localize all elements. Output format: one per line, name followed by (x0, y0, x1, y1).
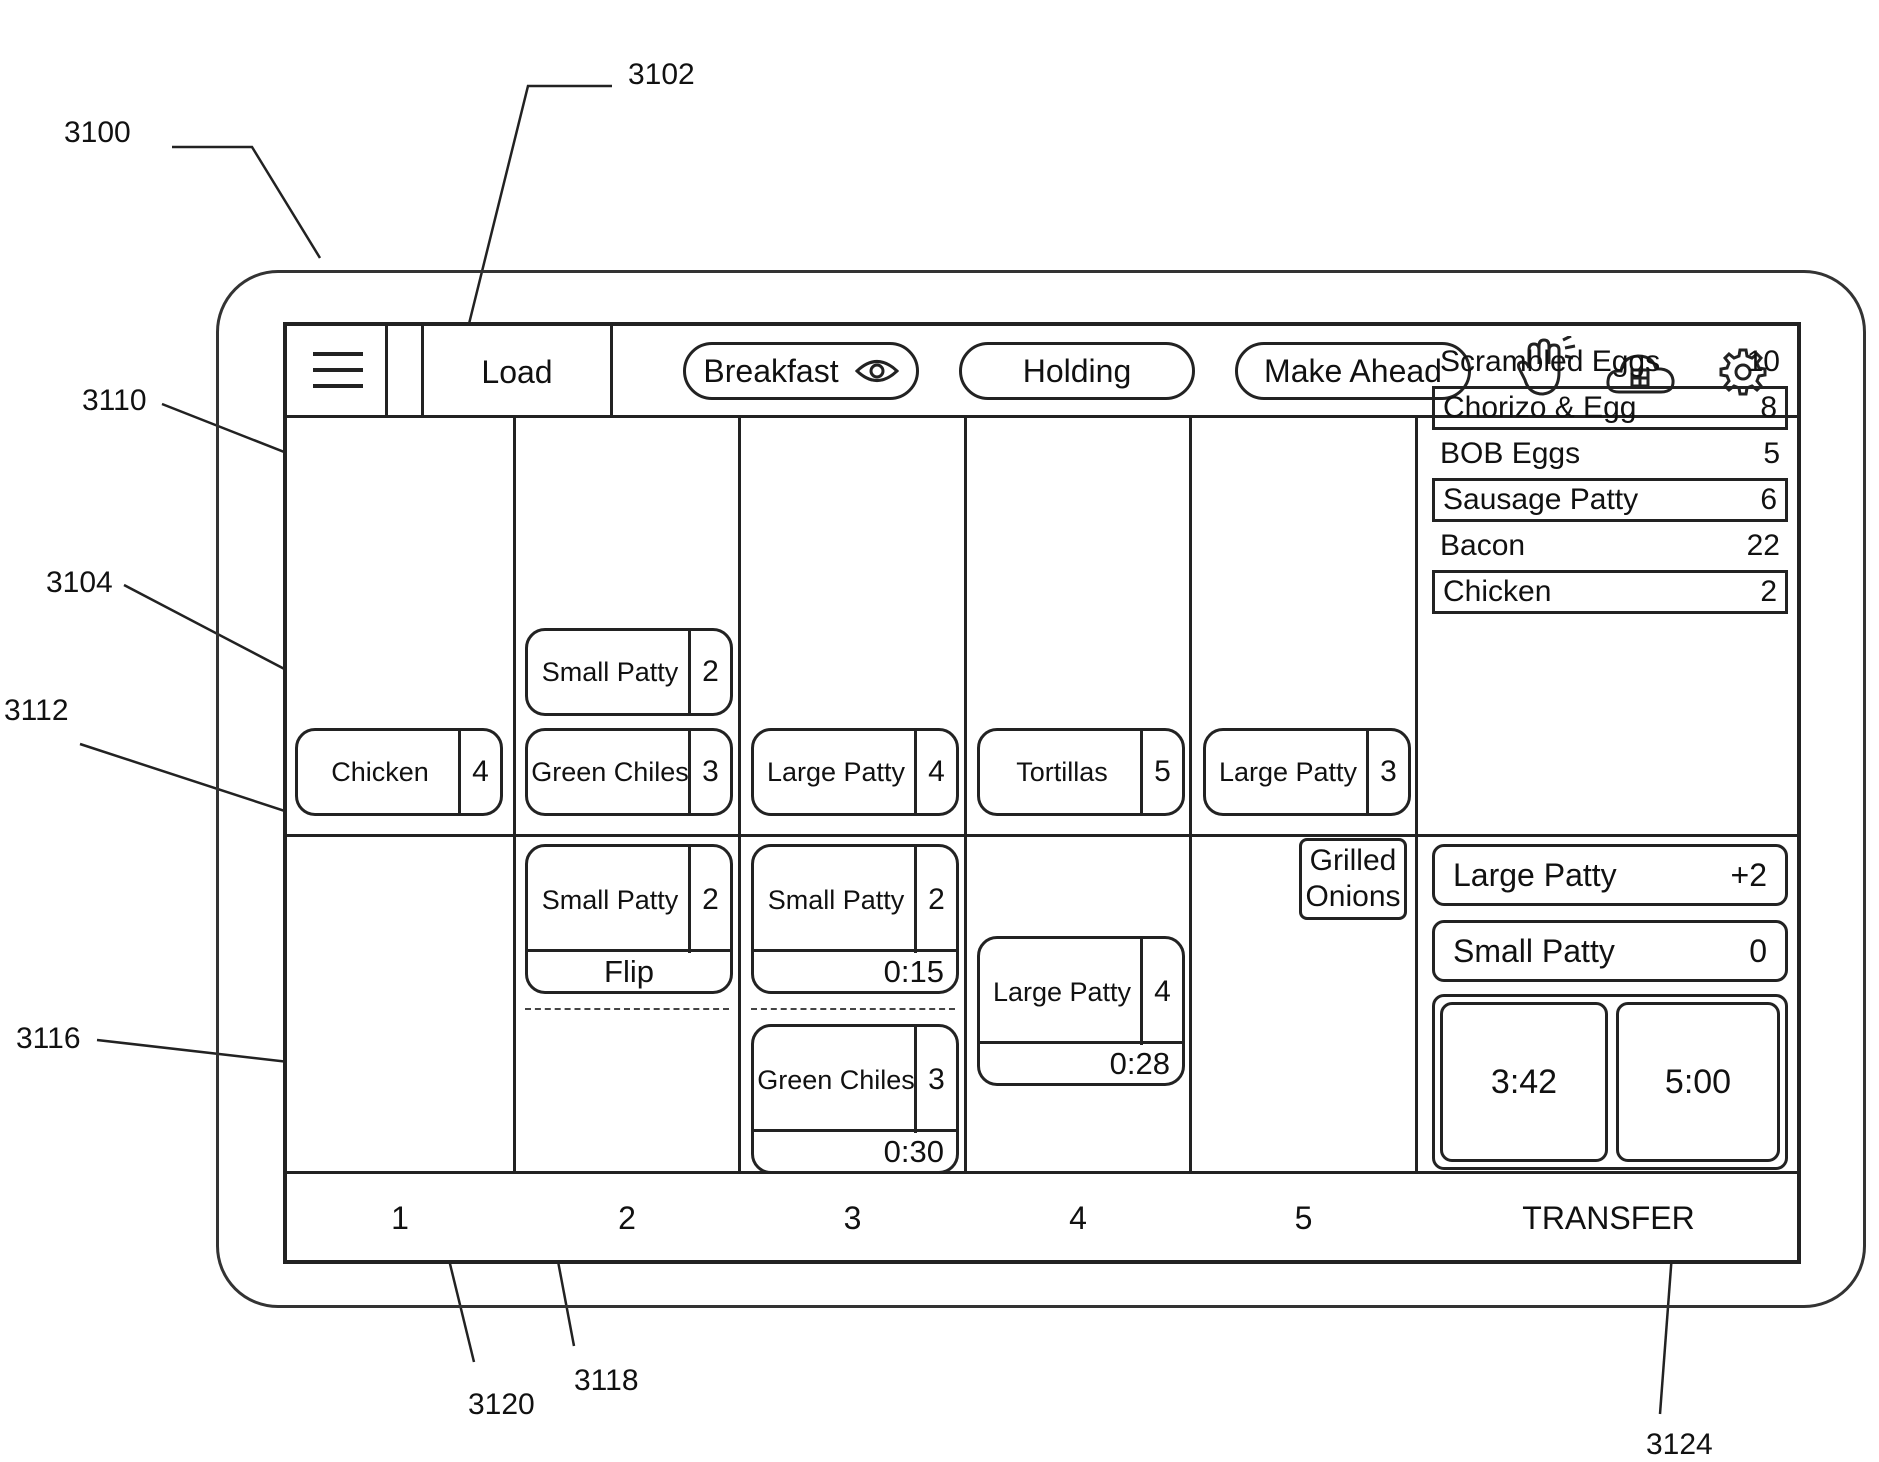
upper-card-green-chiles[interactable]: Green Chiles 3 (525, 728, 733, 816)
lower-card-small-patty-timer[interactable]: Small Patty 2 0:15 (751, 844, 959, 994)
column-label-1[interactable]: 1 (287, 1174, 513, 1262)
column-line (964, 418, 967, 1174)
card-qty: 2 (688, 847, 730, 953)
transfer-name: Large Patty (1453, 857, 1617, 894)
column-line (1415, 418, 1418, 1174)
ref-3124: 3124 (1646, 1428, 1713, 1462)
column-label-2[interactable]: 2 (516, 1174, 738, 1262)
transfer-delta: 0 (1749, 933, 1767, 970)
timer-button[interactable]: 5:00 (1616, 1002, 1780, 1162)
card-footer: 0:28 (980, 1041, 1182, 1083)
lower-card-large-patty-timer[interactable]: Large Patty 4 0:28 (977, 936, 1185, 1086)
inventory-row[interactable]: Scrambled Eggs 10 (1432, 340, 1788, 384)
card-qty: 5 (1140, 731, 1182, 813)
inventory-row[interactable]: BOB Eggs 5 (1432, 432, 1788, 476)
lower-card-small-patty-flip[interactable]: Small Patty 2 Flip (525, 844, 733, 994)
card-footer: 0:30 (754, 1129, 956, 1171)
tab-holding-label: Holding (1023, 353, 1132, 390)
column-label-4[interactable]: 4 (967, 1174, 1189, 1262)
card-qty: 2 (688, 631, 730, 713)
card-name: Small Patty (528, 847, 692, 953)
tab-make-ahead-label: Make Ahead (1264, 353, 1442, 390)
inventory-row-selected[interactable]: Chorizo & Egg 8 (1432, 386, 1788, 430)
card-name: Large Patty (1206, 731, 1370, 813)
ref-3102: 3102 (628, 58, 695, 92)
card-footer: Flip (528, 949, 730, 991)
card-qty: 3 (914, 1027, 956, 1133)
tab-breakfast-label: Breakfast (703, 353, 838, 390)
tab-holding[interactable]: Holding (959, 342, 1195, 400)
inventory-name: Sausage Patty (1443, 483, 1638, 517)
column-line (513, 418, 516, 1174)
inventory-count: 2 (1760, 575, 1777, 609)
inventory-count: 6 (1760, 483, 1777, 517)
inventory-name: Scrambled Eggs (1440, 345, 1660, 379)
dashed-separator (525, 1008, 729, 1010)
card-qty: 4 (458, 731, 500, 813)
card-qty: 4 (914, 731, 956, 813)
upper-card-chicken[interactable]: Chicken 4 (295, 728, 503, 816)
column-line (738, 418, 741, 1174)
card-footer: 0:15 (754, 949, 956, 991)
inventory-name: BOB Eggs (1440, 437, 1580, 471)
inventory-count: 10 (1747, 345, 1780, 379)
load-button[interactable]: Load (424, 326, 610, 418)
ref-3110: 3110 (82, 384, 147, 418)
upper-card-large-patty-2[interactable]: Large Patty 3 (1203, 728, 1411, 816)
transfer-row[interactable]: Small Patty 0 (1432, 920, 1788, 982)
eye-icon[interactable] (855, 356, 899, 386)
ref-3100: 3100 (64, 116, 131, 150)
upper-card-large-patty[interactable]: Large Patty 4 (751, 728, 959, 816)
inventory-row-selected[interactable]: Chicken 2 (1432, 570, 1788, 614)
ref-3112: 3112 (4, 694, 69, 728)
lower-card-green-chiles-timer[interactable]: Green Chiles 3 0:30 (751, 1024, 959, 1174)
upper-card-small-patty[interactable]: Small Patty 2 (525, 628, 733, 716)
card-name: Small Patty (754, 847, 918, 953)
column-line (1189, 418, 1192, 1174)
inventory-name: Chicken (1443, 575, 1551, 609)
ref-3118: 3118 (574, 1364, 639, 1398)
tab-breakfast[interactable]: Breakfast (683, 342, 919, 400)
transfer-row[interactable]: Large Patty +2 (1432, 844, 1788, 906)
ref-3120: 3120 (468, 1388, 535, 1422)
transfer-delta: +2 (1731, 857, 1767, 894)
timer-button[interactable]: 3:42 (1440, 1002, 1608, 1162)
section-divider (287, 834, 1797, 837)
card-name: Large Patty (980, 939, 1144, 1045)
inventory-name: Bacon (1440, 529, 1525, 563)
column-label-5[interactable]: 5 (1192, 1174, 1415, 1262)
card-name: Green Chiles (528, 731, 692, 813)
menu-icon[interactable] (311, 346, 365, 396)
inventory-count: 5 (1763, 437, 1780, 471)
card-name: Tortillas (980, 731, 1144, 813)
app-screen: Load Breakfast Holding Make Ahead (283, 322, 1801, 1264)
ref-3104: 3104 (46, 566, 113, 600)
card-name: Small Patty (528, 631, 692, 713)
inventory-name: Chorizo & Egg (1443, 391, 1636, 425)
transfer-name: Small Patty (1453, 933, 1615, 970)
upper-card-tortillas[interactable]: Tortillas 5 (977, 728, 1185, 816)
inventory-count: 22 (1747, 529, 1780, 563)
card-name: Large Patty (754, 731, 918, 813)
grilled-onions-label[interactable]: Grilled Onions (1299, 838, 1407, 920)
card-name: Chicken (298, 731, 462, 813)
card-qty: 3 (688, 731, 730, 813)
inventory-row-selected[interactable]: Sausage Patty 6 (1432, 478, 1788, 522)
ref-3116: 3116 (16, 1022, 81, 1056)
card-name: Green Chiles (754, 1027, 918, 1133)
column-label-3[interactable]: 3 (741, 1174, 964, 1262)
card-qty: 2 (914, 847, 956, 953)
transfer-label[interactable]: TRANSFER (1418, 1174, 1799, 1262)
inventory-count: 8 (1760, 391, 1777, 425)
inventory-row[interactable]: Bacon 22 (1432, 524, 1788, 568)
card-qty: 3 (1366, 731, 1408, 813)
dashed-separator (751, 1008, 955, 1010)
card-qty: 4 (1140, 939, 1182, 1045)
